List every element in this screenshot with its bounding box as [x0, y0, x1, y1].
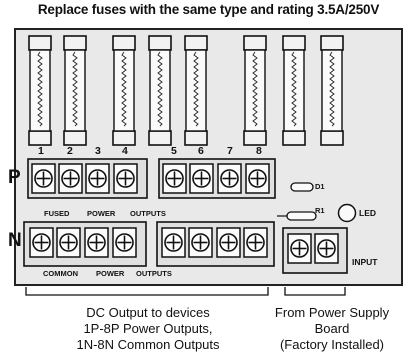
terminal-number-4: 4: [122, 145, 128, 157]
n-terminal-7: [216, 227, 241, 258]
fuse-3: [112, 35, 136, 146]
d1-label: D1: [315, 182, 325, 191]
fuse-4: [148, 35, 172, 146]
fuse-1: [28, 35, 52, 146]
dc-output-caption-line-3: 1N-8N Common Outputs: [76, 337, 220, 352]
input-label: INPUT: [352, 257, 378, 267]
terminal-number-5: 5: [171, 145, 177, 157]
led-label: LED: [359, 208, 376, 218]
power-board-caption-line-2: Board: [314, 321, 350, 336]
n-terminal-1: [29, 227, 54, 258]
dc-output-caption-line-1: DC Output to devices: [86, 305, 210, 320]
r1-resistor: [286, 211, 317, 221]
terminal-number-7: 7: [227, 145, 233, 157]
fuse-row: [28, 35, 344, 146]
p-terminal-6: [189, 163, 214, 194]
power-board-caption-line-3: (Factory Installed): [279, 337, 385, 352]
p-terminal-3: [85, 163, 110, 194]
n-terminal-8: [243, 227, 268, 258]
n-terminal-4: [112, 227, 137, 258]
fuse-7: [282, 35, 306, 146]
terminal-number-6: 6: [198, 145, 204, 157]
input-terminal-2: [314, 233, 339, 264]
dc-output-bracket: [25, 287, 269, 296]
p-terminal-block: [27, 158, 276, 199]
dc-output-caption: DC Output to devices 1P-8P Power Outputs…: [48, 305, 248, 353]
p-terminal-1: [31, 163, 56, 194]
p-terminal-5: [162, 163, 187, 194]
n-terminal-block: [23, 221, 275, 267]
p-caption-outputs: OUTPUTS: [130, 209, 166, 218]
terminal-number-2: 2: [67, 145, 73, 157]
led-indicator: [337, 203, 357, 223]
n-caption-common: COMMON: [43, 269, 78, 278]
n-caption-power: POWER: [96, 269, 125, 278]
fuse-2: [63, 35, 87, 146]
n-terminal-2: [56, 227, 81, 258]
input-terminal-1: [287, 233, 312, 264]
r1-label: R1: [315, 206, 325, 215]
dc-output-caption-line-2: 1P-8P Power Outputs,: [83, 321, 213, 336]
power-board-caption: From Power Supply Board (Factory Install…: [262, 305, 402, 353]
row-n-letter: N: [8, 230, 22, 251]
fuse-6: [243, 35, 267, 146]
terminal-number-3: 3: [95, 145, 101, 157]
n-caption-outputs: OUTPUTS: [136, 269, 172, 278]
terminal-number-1: 1: [38, 145, 44, 157]
p-caption-fused: FUSED: [44, 209, 70, 218]
p-terminal-2: [58, 163, 83, 194]
n-terminal-5: [161, 227, 186, 258]
p-caption-power: POWER: [87, 209, 116, 218]
power-board-caption-line-1: From Power Supply: [274, 305, 390, 320]
p-terminal-8: [245, 163, 270, 194]
fuse-8: [320, 35, 344, 146]
terminal-number-8: 8: [256, 145, 262, 157]
fuse-5: [184, 35, 208, 146]
p-terminal-7: [217, 163, 242, 194]
fuse-instruction-title: Replace fuses with the same type and rat…: [37, 2, 380, 17]
n-terminal-3: [84, 227, 109, 258]
row-p-letter: P: [8, 167, 21, 188]
input-terminal-block: [282, 227, 348, 274]
d1-diode: [290, 182, 314, 192]
power-board-bracket: [284, 287, 346, 296]
p-terminal-4: [113, 163, 138, 194]
n-terminal-6: [188, 227, 213, 258]
